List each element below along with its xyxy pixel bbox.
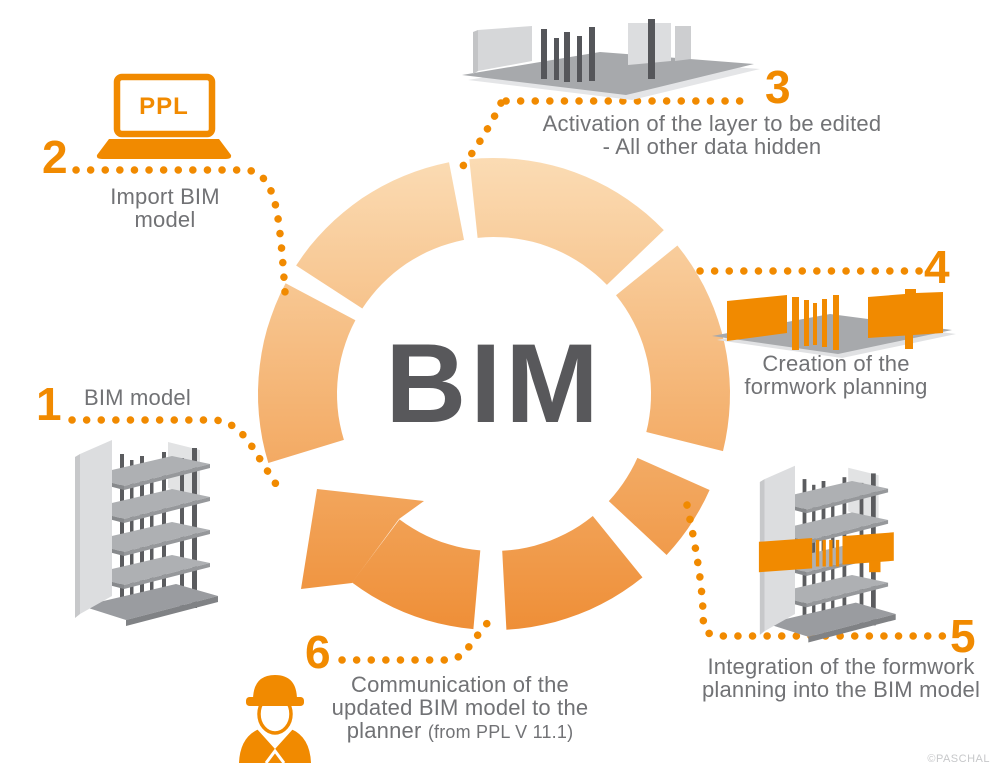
connector-step6: [338, 617, 493, 664]
step1-number: 1: [36, 378, 62, 430]
step4-label: Creation of the formwork planning: [716, 352, 956, 398]
credit-paschal: ©PASCHAL: [927, 753, 990, 765]
building-formwork-band-icon: [758, 466, 896, 643]
step6-line3: planner (from PPL V 11.1): [346, 718, 574, 743]
connector-step3-curve: [459, 99, 505, 170]
connector-step1: [68, 416, 285, 496]
step3-line1: Activation of the layer to be edited: [542, 111, 882, 136]
step6-label: Communication of the updated BIM model t…: [310, 673, 610, 744]
cycle-ring-segment: [296, 162, 464, 309]
step6-line1: Communication of the: [351, 672, 569, 697]
connector-step5: [683, 501, 950, 640]
construction-worker-icon: [239, 675, 311, 764]
step1-label: BIM model: [84, 385, 191, 410]
cycle-ring-segment: [502, 516, 643, 630]
cycle-ring-segment: [469, 158, 664, 285]
cycle-ring-segment: [616, 245, 730, 452]
step4-line2: formwork planning: [744, 374, 928, 399]
step2-number: 2: [42, 131, 68, 183]
step6-line2: updated BIM model to the: [331, 695, 589, 720]
bim-model-building-icon: [75, 440, 218, 626]
cycle-ring-segment: [258, 283, 356, 463]
step4-number: 4: [924, 241, 950, 293]
center-bim-title: BIM: [385, 321, 603, 446]
formwork-band: [758, 532, 894, 573]
connector-step2: [72, 166, 289, 296]
step3-line2: - All other data hidden: [602, 134, 822, 159]
step4-line1: Creation of the: [762, 351, 910, 376]
step5-number: 5: [950, 610, 976, 662]
cycle-arrow-head: [301, 489, 424, 589]
formwork-panels-icon: [712, 289, 956, 358]
step2-label: Import BIM model: [75, 185, 255, 231]
step3-number: 3: [765, 61, 791, 113]
cycle-ring-segment: [608, 457, 710, 555]
step5-line1: Integration of the formwork: [707, 654, 975, 679]
step6-number: 6: [305, 626, 331, 678]
step2-line2: model: [134, 207, 196, 232]
bim-cycle-ring: [258, 158, 730, 630]
step2-line1: Import BIM: [110, 184, 220, 209]
ppl-label: PPL: [139, 93, 189, 120]
step3-label: Activation of the layer to be edited - A…: [532, 112, 892, 158]
step5-label: Integration of the formwork planning int…: [666, 655, 1000, 701]
step6-line3-note: (from PPL V 11.1): [427, 722, 574, 742]
cycle-ring-segment: [352, 519, 481, 630]
ppl-laptop-icon: PPL: [96, 73, 232, 159]
layer-slab-columns-icon: [462, 19, 760, 100]
step5-line2: planning into the BIM model: [701, 677, 981, 702]
